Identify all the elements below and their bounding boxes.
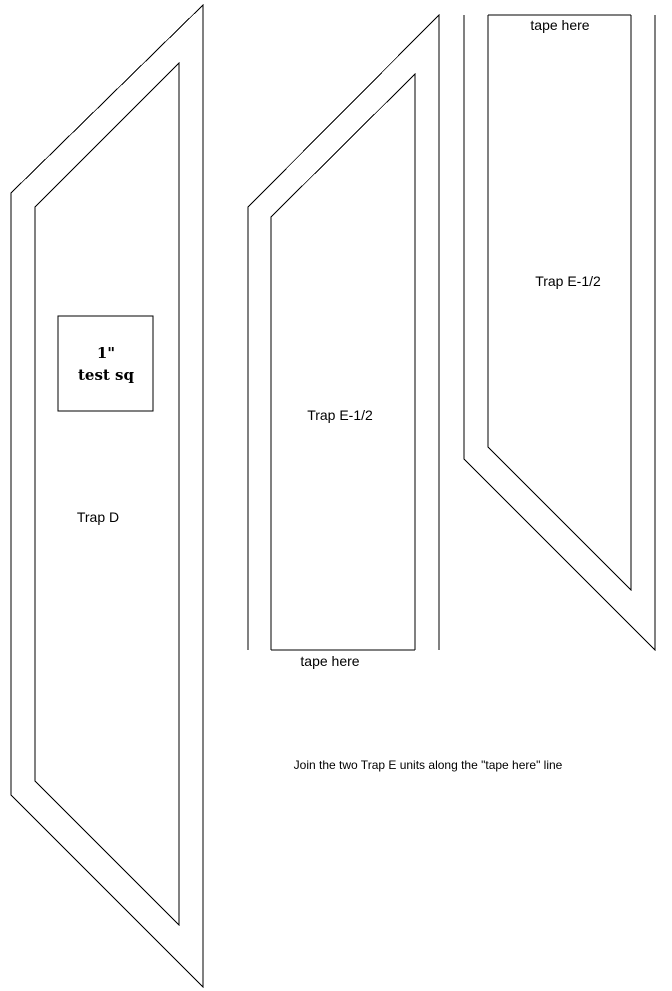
trap-d-piece: Trap D [10,3,204,989]
test-square-box [57,315,154,412]
test-square-line2: test sq [78,366,135,384]
trap-e-right-outer-outline [463,15,656,652]
trap-e-right-inner-outline [487,15,632,592]
trap-e-left-outer-outline [247,13,440,650]
trap-e-right-label: Trap E-1/2 [535,273,601,289]
trap-d-label: Trap D [77,509,119,525]
test-square-line1: 1" [97,344,115,362]
trap-e-right-piece: Trap E-1/2 tape here [463,14,656,652]
trap-e-left-label: Trap E-1/2 [307,407,373,423]
test-square: 1" test sq [57,315,154,412]
trap-d-outer-outline [10,3,204,989]
trap-e-left-inner-outline [270,72,416,650]
trap-e-left-piece: Trap E-1/2 tape here [247,13,440,669]
trap-d-inner-outline [34,61,180,927]
join-instruction: Join the two Trap E units along the "tap… [294,758,563,772]
trap-e-right-tape-label: tape here [530,17,589,33]
trap-e-left-tape-label: tape here [300,653,359,669]
